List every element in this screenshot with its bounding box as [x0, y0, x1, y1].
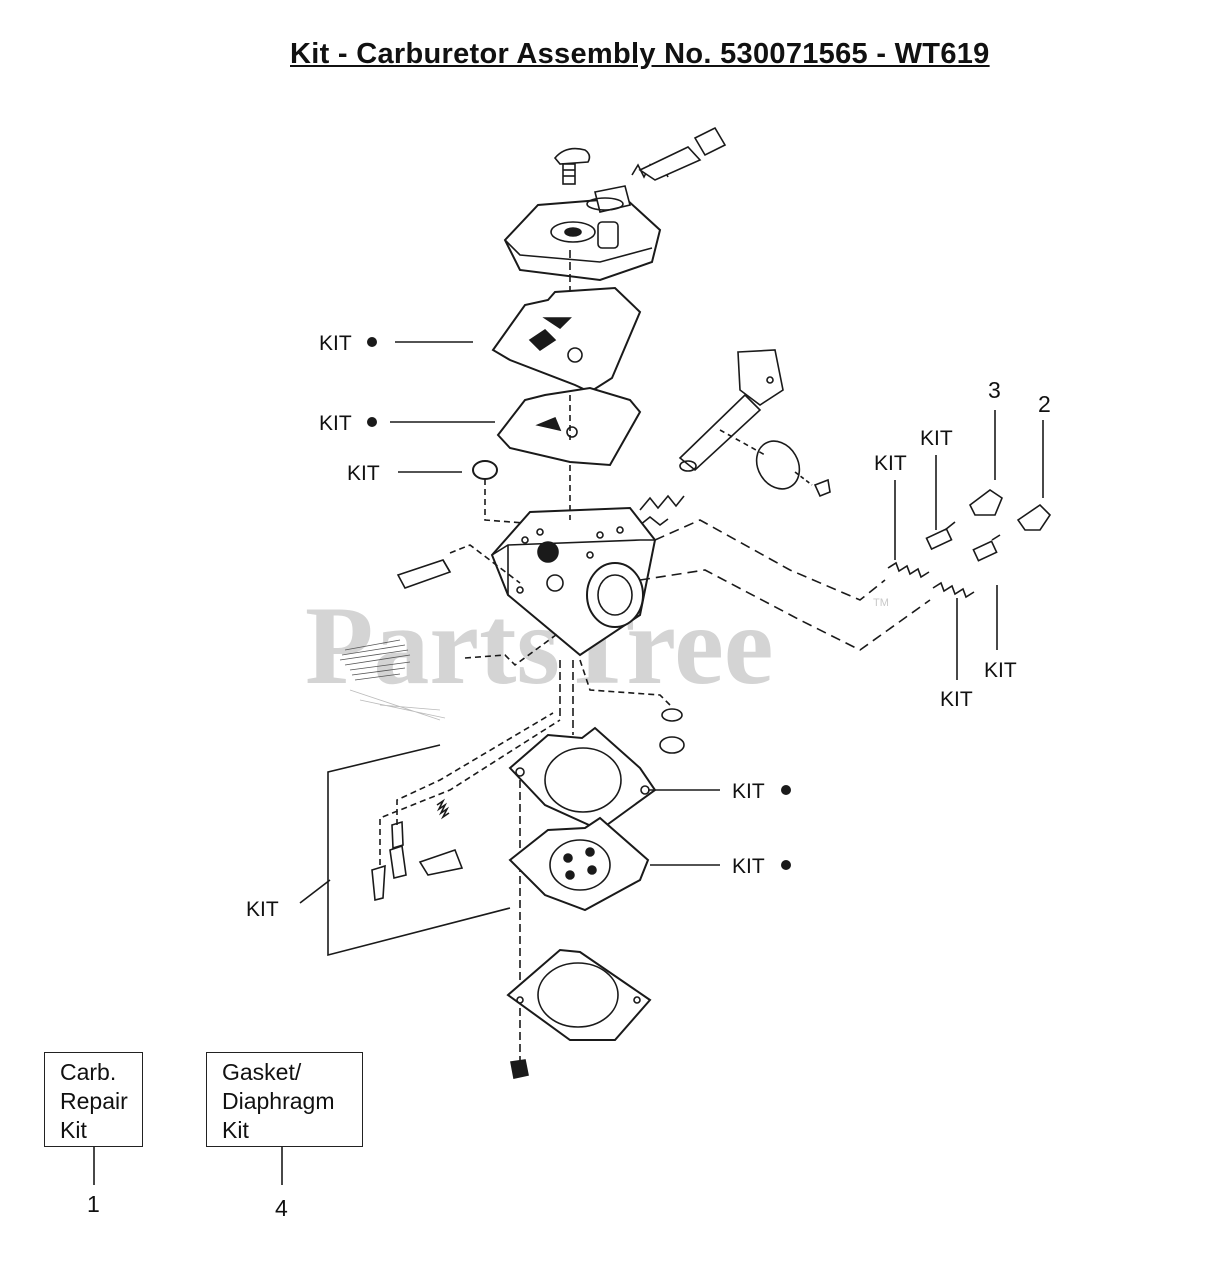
pump-gasket — [508, 726, 657, 832]
pump-cover — [506, 948, 652, 1041]
diagram-title: Kit - Carburetor Assembly No. 530071565 … — [290, 38, 990, 70]
callout-kit-needle-spring: KIT — [874, 452, 907, 475]
inlet-needle-parts — [371, 798, 464, 902]
carburetor-cover — [503, 185, 662, 282]
callout-kit-needle: KIT — [920, 427, 953, 450]
metering-lever-screw — [553, 147, 591, 185]
welch-plug-small — [661, 708, 683, 722]
low-speed-needle — [932, 534, 1001, 599]
watermark-tm: TM — [873, 597, 889, 609]
throttle-plate-screw — [813, 478, 831, 498]
kit-bullet — [781, 785, 791, 795]
limiter-cap-2 — [1016, 503, 1052, 531]
callout-ref-4: 4 — [275, 1195, 288, 1221]
callout-kit-inlet-parts: KIT — [246, 898, 279, 921]
callout-kit-pump-gasket: KIT — [732, 780, 765, 803]
callout-kit-pump-diaphragm: KIT — [732, 855, 765, 878]
legend-carb-repair-kit-box — [44, 1052, 143, 1147]
callout-ref-2: 2 — [1038, 391, 1051, 417]
pump-diaphragm — [508, 816, 650, 912]
legend-gasket-diaphragm-kit-box — [206, 1052, 363, 1147]
pump-cover-screw — [510, 1059, 529, 1079]
limiter-cap-3 — [968, 489, 1003, 516]
throttle-shaft — [678, 349, 784, 472]
callout-ref-3: 3 — [988, 377, 1001, 403]
callout-ref-1: 1 — [87, 1191, 100, 1217]
legend-gasket-diaphragm-kit: Gasket/ Diaphragm Kit — [222, 1059, 335, 1143]
metering-gasket — [496, 386, 642, 467]
callout-kit-inlet-screen: KIT — [347, 462, 380, 485]
kit-bullet — [781, 860, 791, 870]
callout-kit-metering-diaphragm: KIT — [319, 332, 352, 355]
throttle-plate — [755, 440, 801, 490]
inlet-needle-pin — [396, 559, 452, 589]
inlet-screen — [472, 460, 498, 480]
needle-spring-assembly — [631, 126, 727, 181]
callout-kit-metering-gasket: KIT — [319, 412, 352, 435]
fuel-screen-mesh — [339, 639, 446, 721]
metering-diaphragm — [491, 286, 642, 394]
welch-plug-large — [659, 736, 685, 754]
carburetor-body — [490, 506, 657, 657]
callout-kit-low-needle: KIT — [984, 659, 1017, 682]
legend-carb-repair-kit: Carb. Repair Kit — [60, 1059, 128, 1143]
kit-bullet — [367, 417, 377, 427]
throttle-return-spring — [639, 494, 685, 527]
high-speed-needle — [887, 521, 956, 579]
kit-bullet — [367, 337, 377, 347]
callout-kit-low-spring: KIT — [940, 688, 973, 711]
